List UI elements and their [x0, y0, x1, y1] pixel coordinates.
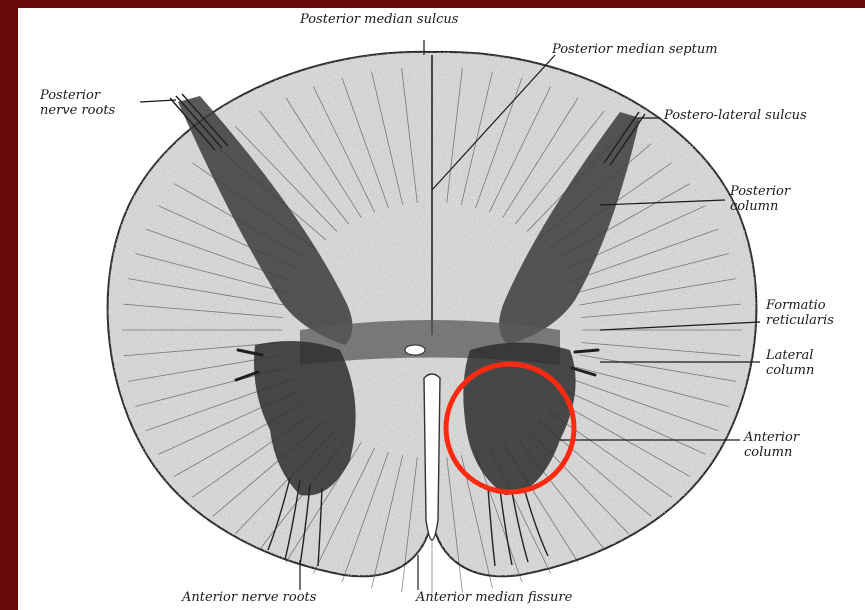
label-anterior-nerve-roots: Anterior nerve roots — [182, 590, 316, 605]
label-anterior-column-line2: column — [744, 445, 799, 460]
label-anterior-median-fissure: Anterior median fissure — [416, 590, 572, 605]
label-formatio-reticularis: Formatio reticularis — [766, 298, 834, 328]
label-posterior-column-line1: Posterior — [730, 184, 790, 199]
central-canal — [405, 345, 425, 355]
label-posterior-column-line2: column — [730, 199, 790, 214]
label-lateral-column: Lateral column — [766, 348, 814, 378]
label-posterior-nerve-roots: Posterior nerve roots — [40, 88, 115, 118]
label-formatio-reticularis-line2: reticularis — [766, 313, 834, 328]
label-lateral-column-line1: Lateral — [766, 348, 814, 363]
label-posterior-nerve-roots-line2: nerve roots — [40, 103, 115, 118]
label-anterior-column: Anterior column — [744, 430, 799, 460]
label-postero-lateral-sulcus: Postero-lateral sulcus — [664, 108, 807, 123]
label-posterior-median-sulcus: Posterior median sulcus — [300, 12, 458, 27]
label-posterior-column: Posterior column — [730, 184, 790, 214]
label-posterior-nerve-roots-line1: Posterior — [40, 88, 115, 103]
label-lateral-column-line2: column — [766, 363, 814, 378]
label-anterior-column-line1: Anterior — [744, 430, 799, 445]
anterior-median-fissure-shape — [424, 374, 440, 540]
label-formatio-reticularis-line1: Formatio — [766, 298, 834, 313]
label-posterior-median-septum: Posterior median septum — [552, 42, 718, 57]
